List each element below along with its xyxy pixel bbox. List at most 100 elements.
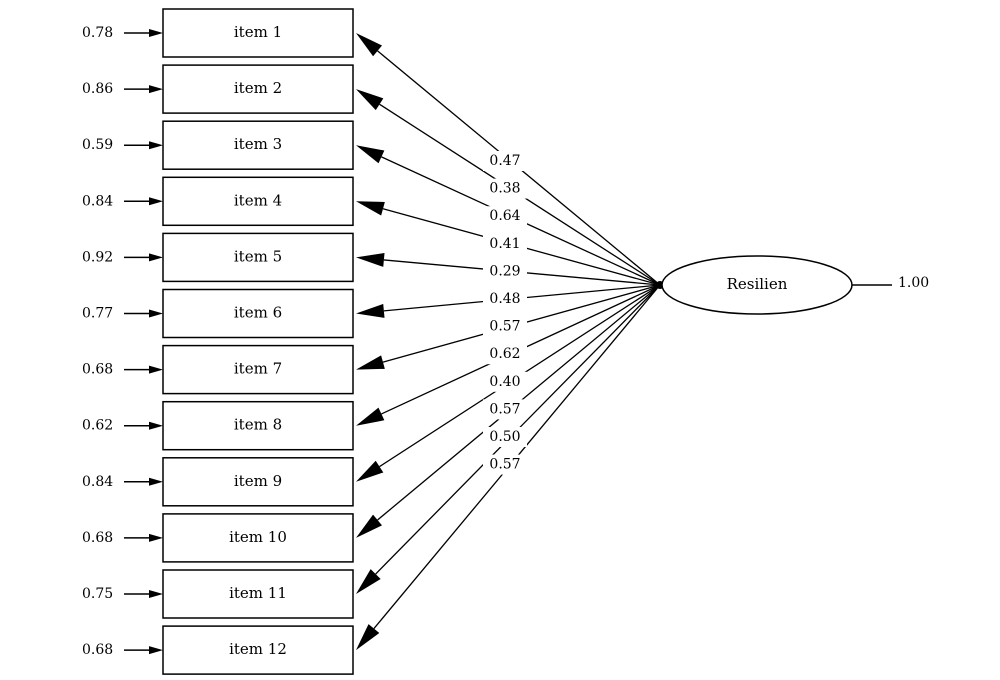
item-box <box>162 569 354 619</box>
loading-label-background <box>483 399 527 420</box>
loading-label-group: 0.50 <box>483 427 527 447</box>
error-arrowhead <box>149 85 163 94</box>
observed-item: 0.68 item 10 <box>82 513 354 563</box>
item-box <box>162 344 354 395</box>
loading-label-background <box>483 178 527 199</box>
loading-label-background <box>483 316 527 337</box>
error-variance-label: 0.68 <box>82 362 113 378</box>
error-variance-label: 0.59 <box>82 137 113 153</box>
loading-arrowhead <box>356 252 385 267</box>
loading-value-label: 0.57 <box>489 401 520 417</box>
loading-label-background <box>483 233 527 254</box>
loading-arrowhead <box>356 460 384 482</box>
observed-item: 0.92 item 5 <box>82 232 354 283</box>
loading-value-label: 0.64 <box>489 208 520 224</box>
loading-arrowhead <box>356 33 383 57</box>
loading-arrowhead <box>356 624 380 651</box>
loading-value-label: 0.47 <box>489 153 520 169</box>
item-label: item 6 <box>234 304 282 322</box>
item-label: item 10 <box>229 528 287 546</box>
loading-value-label: 0.40 <box>489 374 520 390</box>
error-arrowhead <box>149 421 163 430</box>
error-arrowhead <box>149 309 163 318</box>
item-box <box>162 64 354 114</box>
item-label: item 4 <box>234 191 282 209</box>
loading-label-group: 0.47 <box>483 151 527 171</box>
observed-item: 0.77 item 6 <box>82 288 354 339</box>
loading-value-label: 0.57 <box>489 319 520 335</box>
loading-arrowhead <box>356 201 385 216</box>
latent-factor-ellipse <box>661 255 853 315</box>
loading-label-group: 0.64 <box>483 206 527 227</box>
error-arrowhead <box>149 646 163 655</box>
observed-item: 0.68 item 7 <box>82 344 354 395</box>
loading-arrowhead <box>356 355 385 370</box>
loading-arrowhead <box>356 514 383 538</box>
item-box <box>162 120 354 170</box>
error-arrowhead <box>149 365 163 374</box>
loading-label-background <box>483 371 527 392</box>
item-box <box>162 8 354 58</box>
loading-label-group: 0.41 <box>483 233 527 254</box>
error-arrowhead <box>149 141 163 150</box>
error-arrowhead <box>149 197 163 206</box>
loading-label-group: 0.40 <box>483 371 527 392</box>
loading-value-label: 0.41 <box>489 236 520 252</box>
loading-label-background <box>483 206 527 227</box>
loading-arrowhead <box>356 145 385 164</box>
loading-label-background <box>483 151 527 171</box>
error-variance-label: 0.78 <box>82 25 113 41</box>
factor-loading-labels: 0.47 0.38 0.64 0.41 0.29 0.48 0.57 0.62 0.40 0.57… <box>483 151 527 475</box>
loading-arrowhead <box>356 89 384 111</box>
loading-value-label: 0.50 <box>489 429 520 445</box>
loading-label-background <box>483 454 527 475</box>
loading-label-group: 0.62 <box>483 344 527 365</box>
error-arrowhead <box>149 29 163 37</box>
error-arrowhead <box>149 533 163 542</box>
item-label: item 8 <box>234 416 282 434</box>
item-box <box>162 288 354 339</box>
loading-label-background <box>483 289 527 309</box>
loading-label-group: 0.38 <box>483 178 527 199</box>
item-label: item 5 <box>234 247 282 265</box>
loading-arrowhead <box>356 407 385 426</box>
latent-factor-label: Resilien <box>727 275 788 293</box>
loading-label-group: 0.57 <box>483 399 527 420</box>
loading-value-label: 0.38 <box>489 181 520 197</box>
error-variance-label: 0.92 <box>82 249 113 265</box>
error-variance-label: 0.68 <box>82 530 113 546</box>
error-variance-label: 0.84 <box>82 474 113 490</box>
latent-variance-label: 1.00 <box>898 275 929 291</box>
loading-arrowhead <box>356 569 381 594</box>
loading-value-label: 0.57 <box>489 457 520 473</box>
loading-label-group: 0.57 <box>483 454 527 475</box>
loading-value-label: 0.29 <box>489 263 520 279</box>
item-label: item 7 <box>234 360 282 378</box>
factor-loading-paths <box>356 33 664 651</box>
loading-value-label: 0.62 <box>489 346 520 362</box>
error-variance-label: 0.68 <box>82 642 113 658</box>
observed-item: 0.78 item 1 <box>82 8 354 58</box>
item-label: item 1 <box>234 23 282 41</box>
item-box <box>162 176 354 227</box>
error-variance-label: 0.77 <box>82 306 113 322</box>
error-variance-label: 0.62 <box>82 418 113 434</box>
loading-label-group: 0.48 <box>483 289 527 309</box>
error-arrowhead <box>149 253 163 262</box>
item-label: item 3 <box>234 135 282 153</box>
loading-label-group: 0.29 <box>483 261 527 282</box>
item-label: item 11 <box>229 584 287 602</box>
loading-arrowhead <box>356 303 385 318</box>
item-box <box>162 457 354 507</box>
error-arrowhead <box>149 590 163 598</box>
error-arrowhead <box>149 477 163 486</box>
item-box <box>162 400 354 451</box>
loading-value-label: 0.48 <box>489 291 520 307</box>
loading-label-background <box>483 344 527 365</box>
